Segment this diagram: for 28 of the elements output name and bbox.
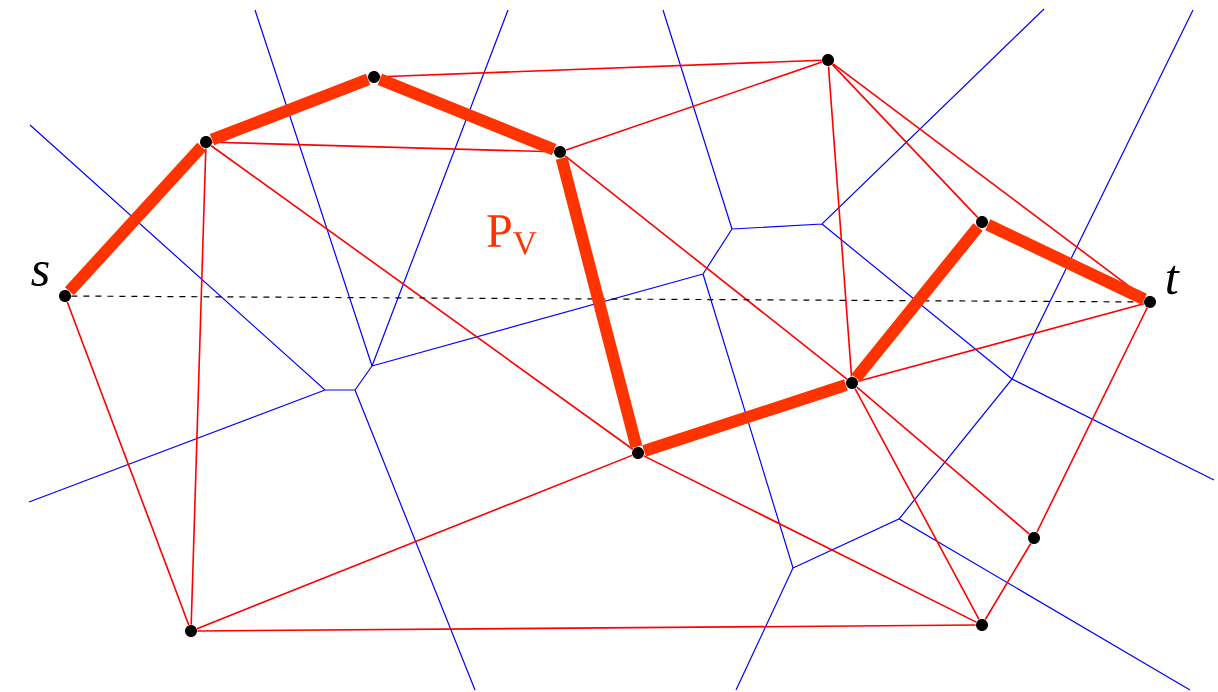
path-segment [555,156,643,449]
path-segment [209,73,371,146]
point-label: s [31,262,49,287]
triangulation-edge [827,65,853,378]
triangulation-edge [66,301,190,626]
path-segment [642,379,848,457]
dashed-line [70,295,1145,303]
path-segment [851,223,983,382]
triangulation-edge [565,61,823,151]
point-label: t [1167,265,1180,295]
path-segment [985,219,1147,305]
triangulation-edge [210,144,634,451]
triangulation-edge [854,387,980,621]
triangulation-edge [211,141,555,153]
path-segment [64,142,207,296]
triangulation-edge [196,624,977,632]
triangulation-edge [1036,306,1148,534]
triangulation-edge [196,454,633,630]
triangulation-edge [831,63,979,219]
triangulation-edge [857,302,1145,383]
triangulation-edge [856,386,1030,535]
triangulation-edge [564,155,848,380]
path-segment [377,73,557,156]
triangulation-edge [642,455,978,623]
triangulation-edge [190,147,207,626]
path-label: P$_{V}$ [487,215,537,255]
triangulation-edge [379,59,823,78]
triangulation-edge [984,542,1032,621]
